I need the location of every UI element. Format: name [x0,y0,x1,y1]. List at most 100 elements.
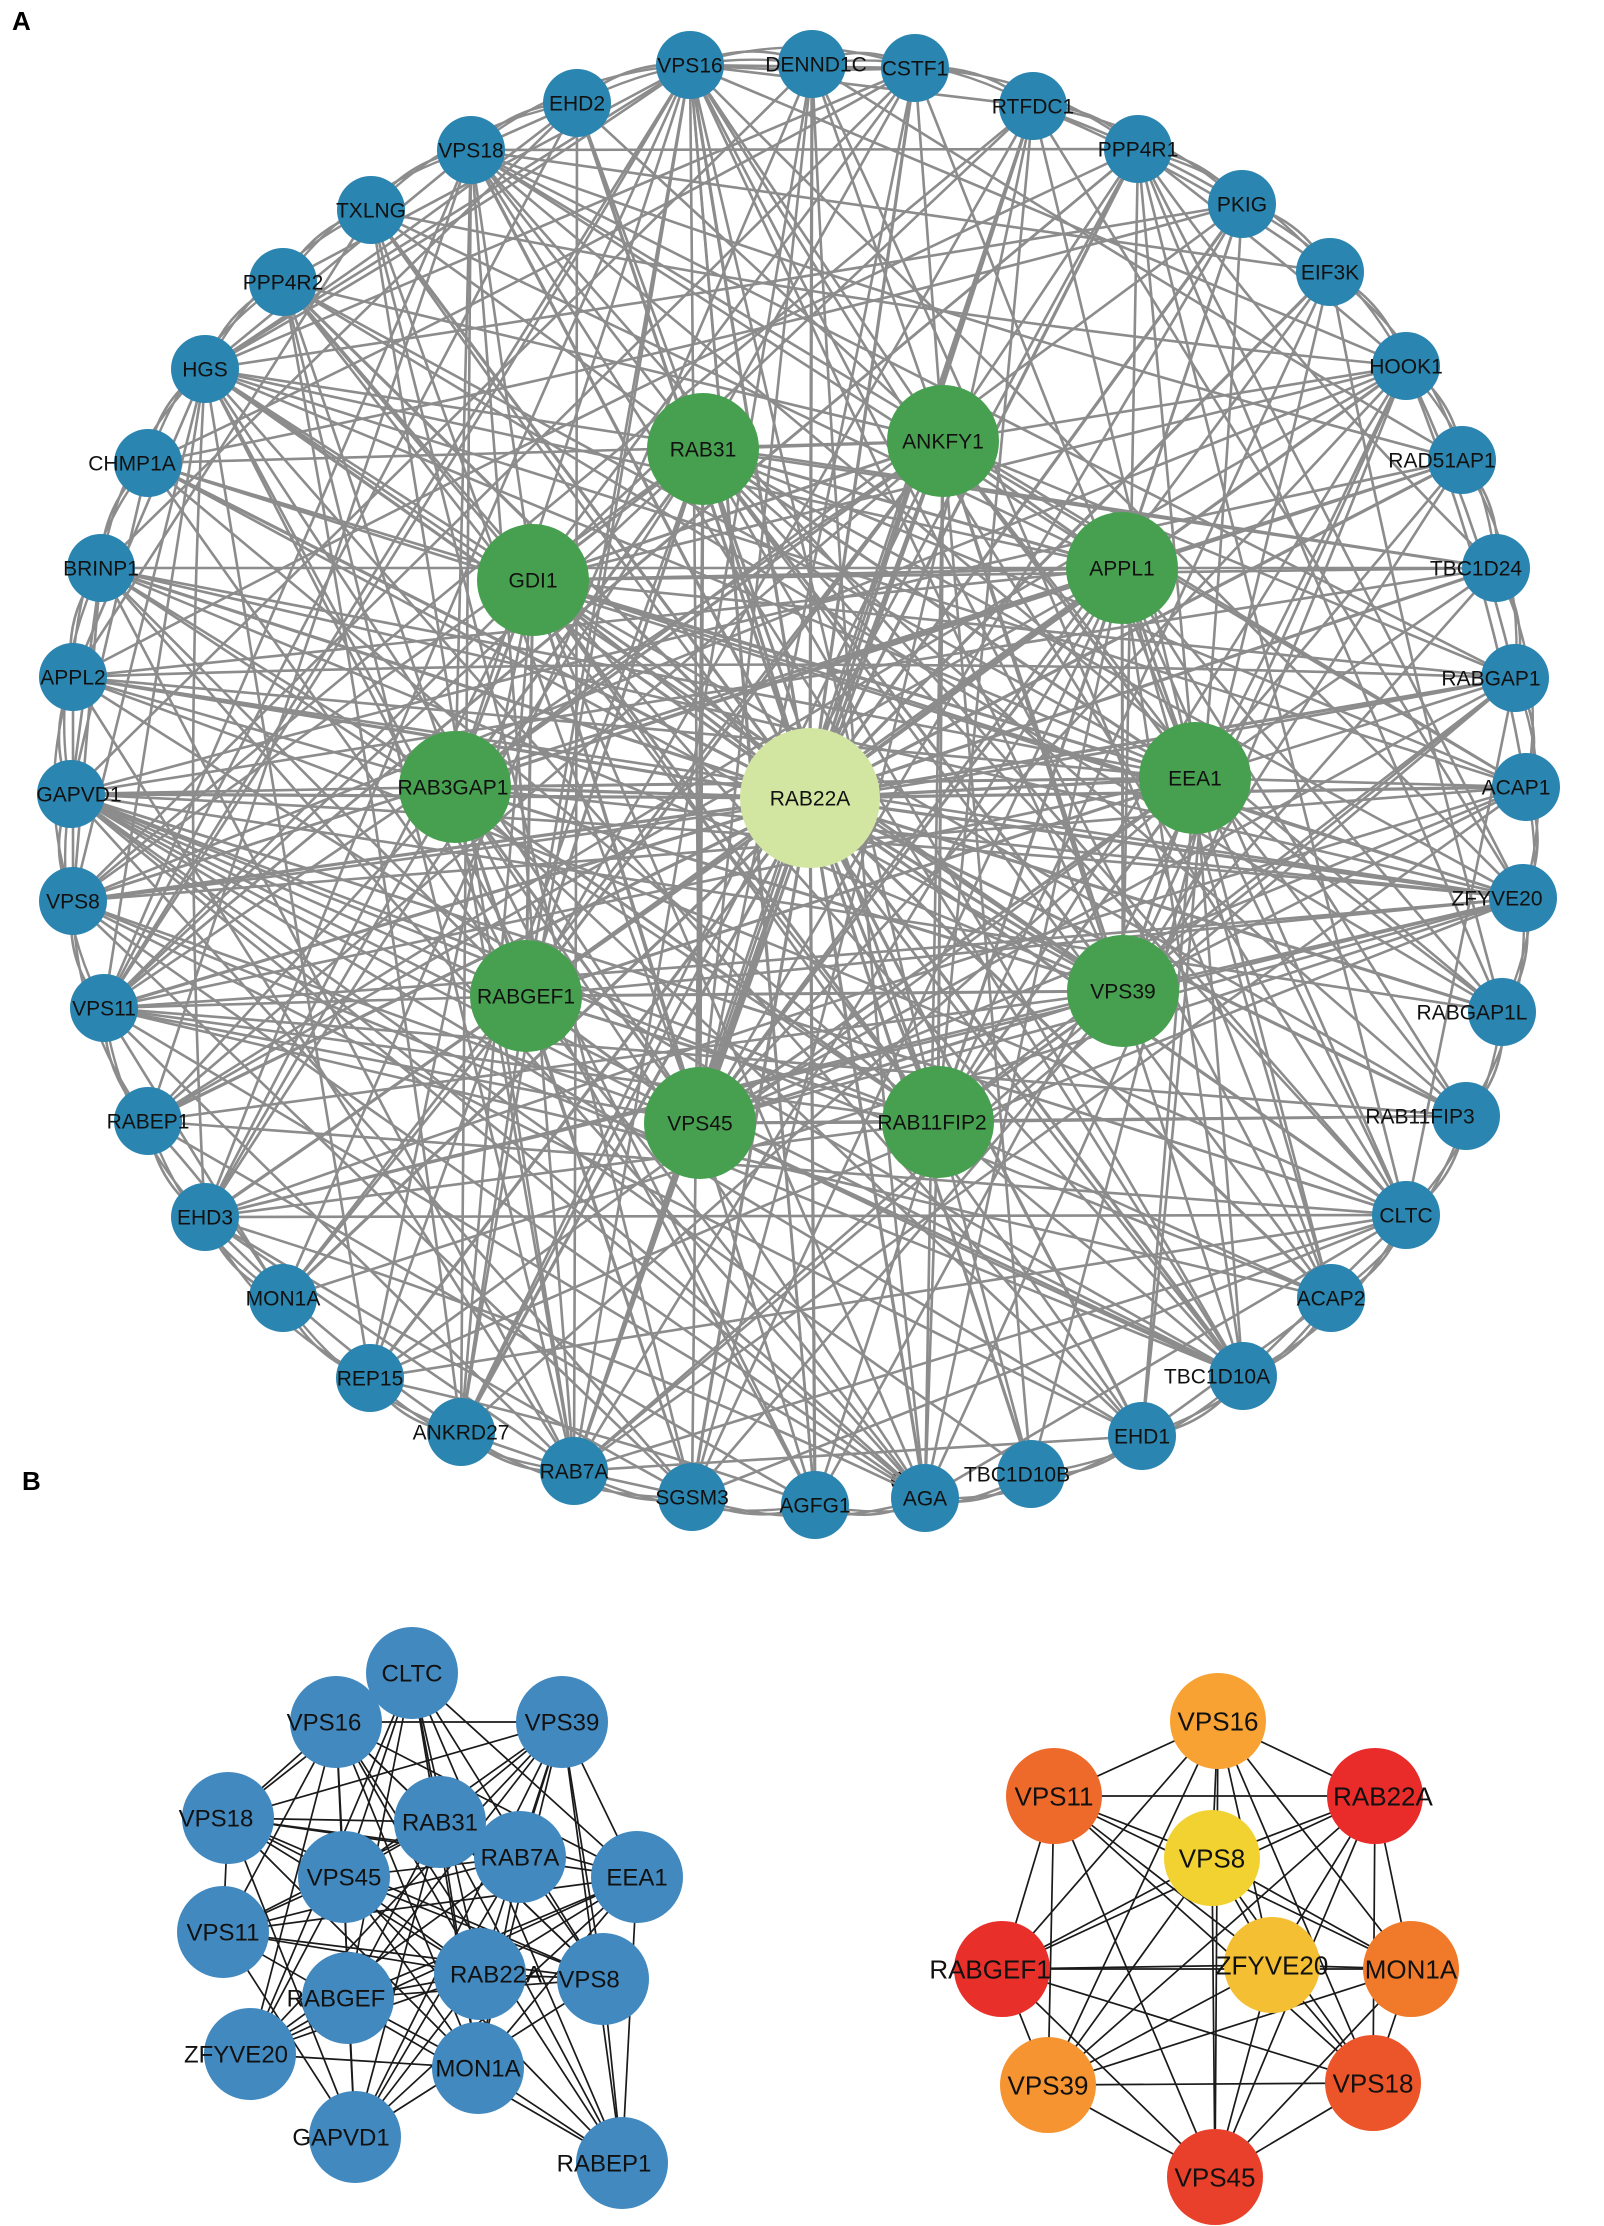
panel-a-node-rabgef1 [470,940,582,1052]
panel-b-edge [222,1931,623,2164]
panel-a-node-label: EHD2 [549,93,605,116]
panel-b-node-label: MON1A [435,2056,520,2083]
panel-a-node-sgsm3 [658,1463,726,1531]
panel-a-edge [1120,567,1468,1117]
panel-a-edge [1328,271,1504,1013]
panel-a-edge [460,777,1196,1433]
panel-a-edge [70,792,1032,1476]
panel-a-edge [470,148,1527,789]
panel-a-edge [103,1007,575,1472]
panel-c-node-vps11 [1006,1748,1102,1844]
panel-a-node-tbc1d10a [1209,1342,1277,1410]
panel-b-node-rabep1 [576,2117,668,2209]
panel-a-node-hook1 [1372,332,1440,400]
panel-a-node-label: EHD1 [1114,1426,1170,1449]
panel-c-node-label: RABGEF1 [929,1954,1050,1984]
panel-b-node-vps16 [290,1676,382,1768]
panel-a-node-vps39 [1067,935,1179,1047]
panel-a-edge [146,149,473,1122]
panel-a-edge [572,63,814,1472]
panel-a-node-brinp1 [67,534,135,602]
panel-a-node-label: RTFDC1 [992,96,1074,119]
panel-a-edge [147,461,1524,900]
panel-a-edge [573,1213,1407,1473]
panel-a-node-label: RABEP1 [107,1111,190,1134]
panel-a-edge [531,579,940,1123]
panel-a-node-label: RABGEF1 [477,986,575,1009]
panel-b-node-label: VPS11 [187,1920,260,1947]
panel-a-node-label: AGA [903,1488,947,1511]
panel-a-node-ehd2 [543,69,611,137]
panel-c-edge [1217,1720,1412,1970]
panel-b-edge [343,1876,623,2164]
panel-a-node-acap1 [1492,753,1560,821]
panel-a-edge [1029,271,1332,1475]
panel-b-edge [249,1721,337,2055]
panel-a-edge [702,447,1196,780]
panel-a-edge [204,367,534,582]
panel-a-edge [204,1120,939,1219]
panel-b-node-label: VPS18 [179,1806,254,1833]
panel-a-edge [72,458,1463,903]
panel-a-edge [808,797,927,1499]
panel-a-node-agfg1 [781,1471,849,1539]
panel-a-node-label: PPP4R2 [243,272,324,295]
panel-a-node-gdi1 [477,524,589,636]
panel-a-node-eif3k [1296,238,1364,306]
panel-b-node-label: CLTC [382,1661,443,1688]
panel-a-edge [470,148,1123,570]
panel-a-node-hgs [171,335,239,403]
panel-b-node-vps8 [557,1933,649,2025]
panel-c-node-zfyve20 [1224,1917,1320,2013]
panel-a-edge [103,439,944,1010]
panel-a-node-cltc [1372,1181,1440,1249]
panel-a-edge [808,797,817,1506]
panel-a-edge [453,786,576,1472]
panel-a-edge [701,448,1125,992]
panel-a-node-label: APPL1 [1089,558,1154,581]
panel-a-node-label: VPS11 [72,998,136,1021]
panel-a-node-label: CLTC [1379,1205,1432,1228]
panel-a-node-label: TBC1D10A [1164,1366,1270,1389]
panel-c-node-rab22a [1327,1748,1423,1844]
panel-c-node-label: VPS45 [1175,2162,1256,2192]
panel-a-node-label: RAB3GAP1 [398,777,509,800]
panel-a-node-label: ACAP2 [1297,1288,1366,1311]
panel-a-edge [147,461,1124,993]
panel-a-node-acap2 [1297,1264,1365,1332]
panel-a-edge [147,66,916,465]
panel-b-edge [249,1856,521,2055]
panel-a-edge [923,365,1408,1499]
panel-a-node-label: MON1A [246,1288,321,1311]
panel-a-node-vps8 [39,867,107,935]
panel-c-edge [1047,2082,1374,2086]
panel-b-node-label: VPS16 [287,1710,362,1737]
panel-a-edge [99,567,576,1472]
panel-b-node-cltc [366,1627,458,1719]
panel-a-edge [936,105,1035,1123]
panel-a-edge [699,676,1516,1125]
panel-a-edge [72,447,704,903]
panel-a-node-appl2 [39,643,107,711]
panel-a-edge [204,367,1527,789]
panel-a-edge [941,440,1033,1475]
panel-a-edge [470,147,1139,152]
panel-b-edge [354,1721,563,2138]
panel-b-node-rab22a [434,1928,526,2020]
panel-a-edge [204,202,1243,371]
panel-a-edge [204,368,1143,1437]
panel-b-node-rabgef [302,1952,394,2044]
panel-a-edge [103,896,1524,1010]
panel-b-edge [411,1672,638,1878]
panel-a-edge [72,67,916,902]
panel-a-edge [71,567,103,902]
panel-a-edge [470,148,1331,274]
panel-c-node-label: RAB22A [1333,1781,1433,1811]
panel-a-edge [924,1213,1407,1500]
panel-c-node-vps18 [1325,2035,1421,2131]
panel-a-node-label: EHD3 [177,1207,233,1230]
panel-a-edge [689,63,1407,368]
panel-c-edge [1001,1968,1216,2178]
panel-a-edge [70,792,926,1500]
